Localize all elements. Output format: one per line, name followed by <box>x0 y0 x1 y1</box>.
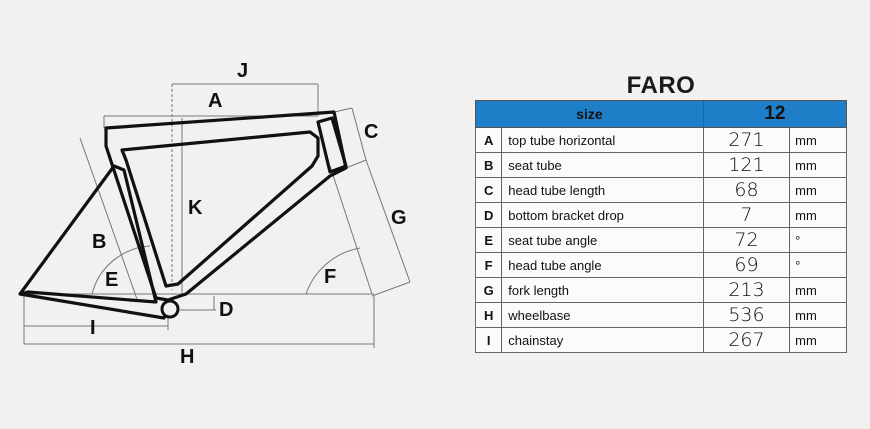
row-name: head tube length <box>501 177 704 203</box>
row-unit: ° <box>789 252 847 278</box>
row-name: top tube horizontal <box>501 127 704 153</box>
row-value: 72 <box>702 227 791 253</box>
row-value: 536 <box>702 302 791 328</box>
bike-frame <box>18 110 348 320</box>
label-i: I <box>90 317 96 339</box>
frame-geometry-diagram: J A C K G B E F D I H <box>18 60 411 368</box>
row-key: F <box>474 252 503 278</box>
table-header-row: size 12 <box>475 100 848 128</box>
row-unit: mm <box>789 152 847 178</box>
label-g: G <box>391 207 407 229</box>
row-name: chainstay <box>501 327 704 353</box>
row-name: head tube angle <box>501 252 704 278</box>
row-value: 267 <box>702 327 791 353</box>
row-value: 213 <box>702 277 791 303</box>
label-c: C <box>364 121 378 143</box>
row-key: A <box>474 127 503 153</box>
row-unit: mm <box>789 327 847 353</box>
row-key: G <box>474 277 503 303</box>
label-e: E <box>105 269 118 291</box>
row-unit: mm <box>789 177 847 203</box>
row-unit: mm <box>789 127 847 153</box>
row-unit: mm <box>789 202 847 228</box>
row-key: H <box>474 302 503 328</box>
row-name: seat tube angle <box>501 227 704 253</box>
row-key: E <box>474 227 503 253</box>
label-k: K <box>188 197 203 219</box>
row-unit: mm <box>789 302 847 328</box>
label-a: A <box>208 90 222 112</box>
row-value: 271 <box>702 127 791 153</box>
row-value: 121 <box>702 152 791 178</box>
row-value: 68 <box>702 177 791 203</box>
model-title: FARO <box>626 72 696 99</box>
label-b: B <box>92 231 106 253</box>
size-label: size <box>475 100 704 128</box>
label-d: D <box>219 299 233 321</box>
row-key: B <box>474 152 503 178</box>
row-name: wheelbase <box>501 302 704 328</box>
row-name: seat tube <box>501 152 704 178</box>
row-unit: mm <box>789 277 847 303</box>
label-h: H <box>180 346 194 368</box>
label-f: F <box>324 266 336 288</box>
size-value: 12 <box>702 100 848 128</box>
row-value: 7 <box>702 202 791 228</box>
row-unit: ° <box>789 227 847 253</box>
row-name: fork length <box>501 277 704 303</box>
row-value: 69 <box>702 252 791 278</box>
row-key: I <box>474 327 503 353</box>
row-key: C <box>474 177 503 203</box>
row-name: bottom bracket drop <box>501 202 704 228</box>
row-key: D <box>474 202 503 228</box>
label-j: J <box>237 60 248 82</box>
